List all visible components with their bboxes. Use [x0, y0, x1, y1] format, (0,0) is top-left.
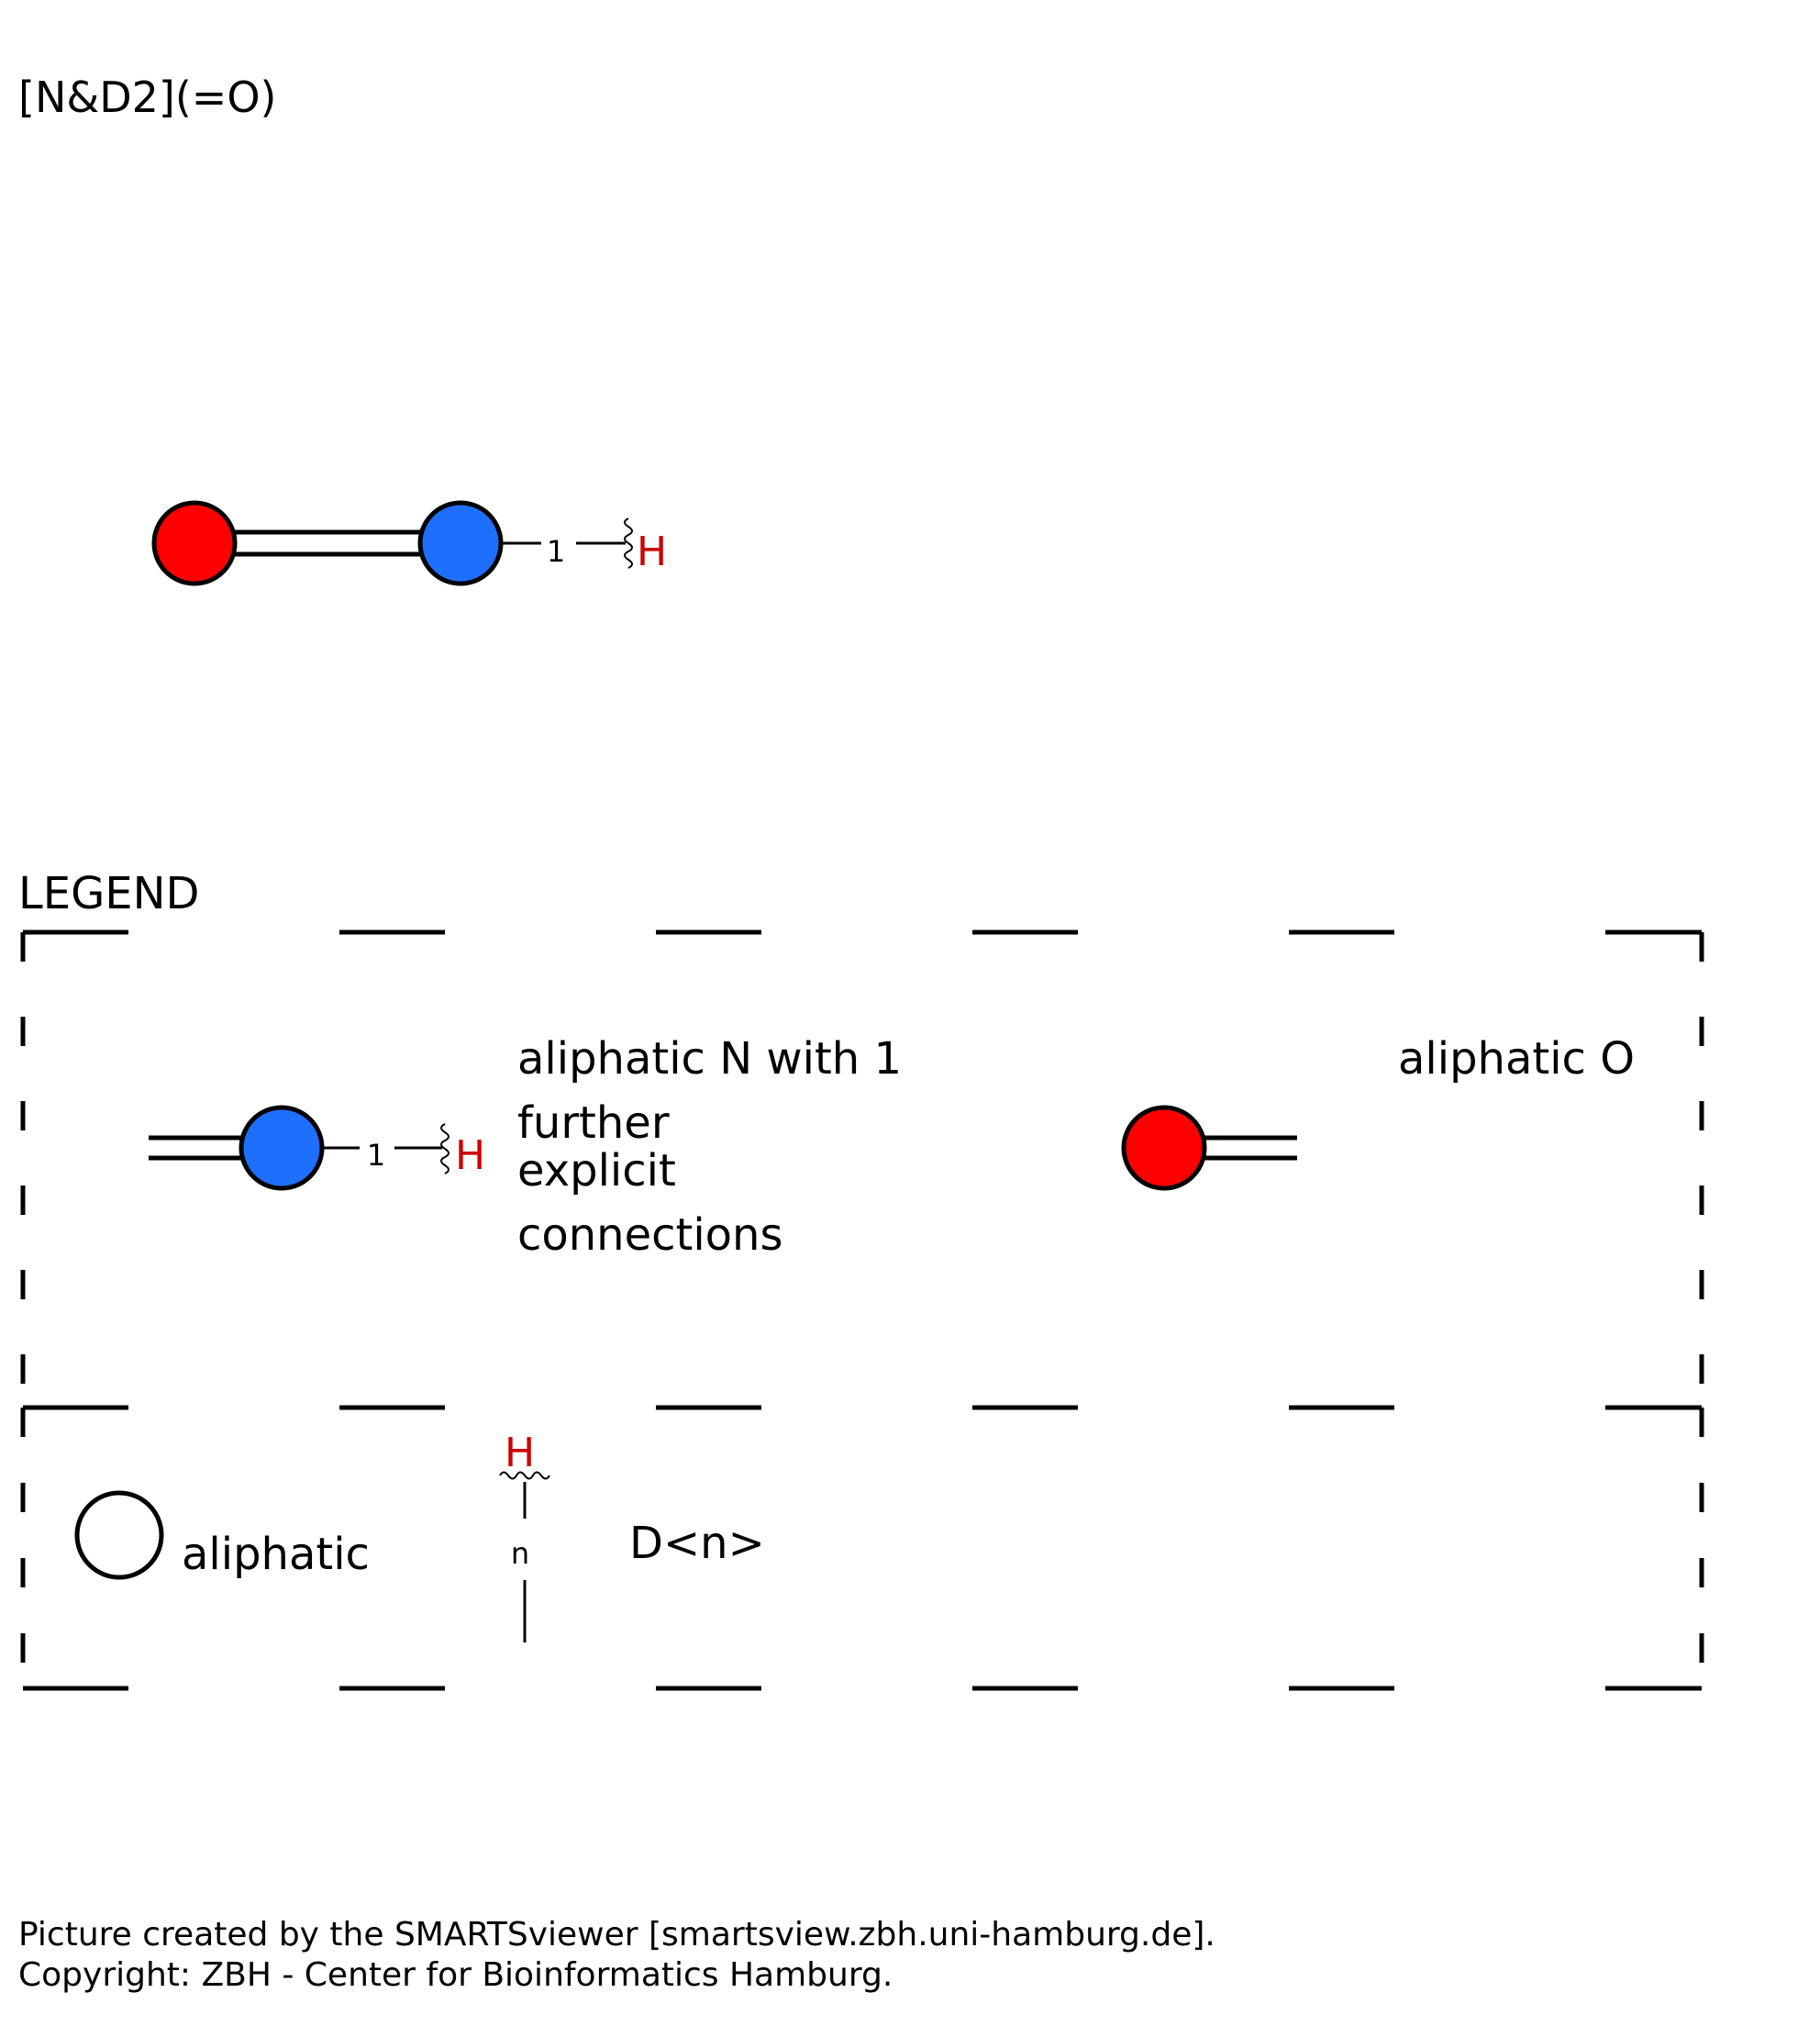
legend-text-line: D<n>	[629, 1518, 765, 1569]
aliphatic-atom-icon	[74, 1490, 164, 1580]
wavy-bond-icon	[624, 518, 633, 569]
legend-text-line: aliphatic N with 1	[517, 1033, 902, 1085]
connection-count-label: 1	[547, 534, 565, 569]
wavy-bond-icon	[440, 1123, 449, 1174]
double-bond	[194, 529, 459, 557]
legend-title: LEGEND	[18, 868, 199, 919]
nitrogen-atom	[417, 500, 504, 586]
nitrogen-atom-icon	[239, 1105, 325, 1191]
wavy-bond-icon	[499, 1471, 550, 1480]
legend-count-label: n	[511, 1536, 529, 1571]
legend-text-line: connections	[517, 1209, 782, 1261]
hydrogen-label: H	[637, 529, 667, 575]
legend-text-line: explicit	[517, 1145, 676, 1197]
legend-count-label: 1	[367, 1138, 385, 1173]
smarts-string: [N&D2](=O)	[18, 72, 277, 122]
footer-credit: Picture created by the SMARTSviewer [sma…	[18, 1916, 1215, 1954]
legend-hydrogen-label: H	[505, 1430, 535, 1476]
legend-entry-degree: H n D<n>	[499, 1430, 765, 1642]
legend-frame	[20, 930, 1704, 1691]
legend-hydrogen-label: H	[455, 1132, 485, 1179]
legend-text-line: aliphatic O	[1398, 1033, 1635, 1085]
molecule-depiction: 1 H	[151, 500, 667, 586]
legend-text-line: aliphatic	[182, 1529, 370, 1580]
legend-entry-oxygen: aliphatic O	[1121, 1033, 1635, 1191]
legend-entry-nitrogen: 1 H aliphatic N with 1 further explicit …	[149, 1033, 902, 1261]
oxygen-atom-icon	[1121, 1105, 1207, 1191]
footer-copyright: Copyright: ZBH - Center for Bioinformati…	[18, 1956, 893, 1994]
legend-text-line: further	[517, 1097, 670, 1149]
legend-entry-aliphatic: aliphatic	[74, 1490, 370, 1580]
oxygen-atom	[151, 500, 238, 586]
